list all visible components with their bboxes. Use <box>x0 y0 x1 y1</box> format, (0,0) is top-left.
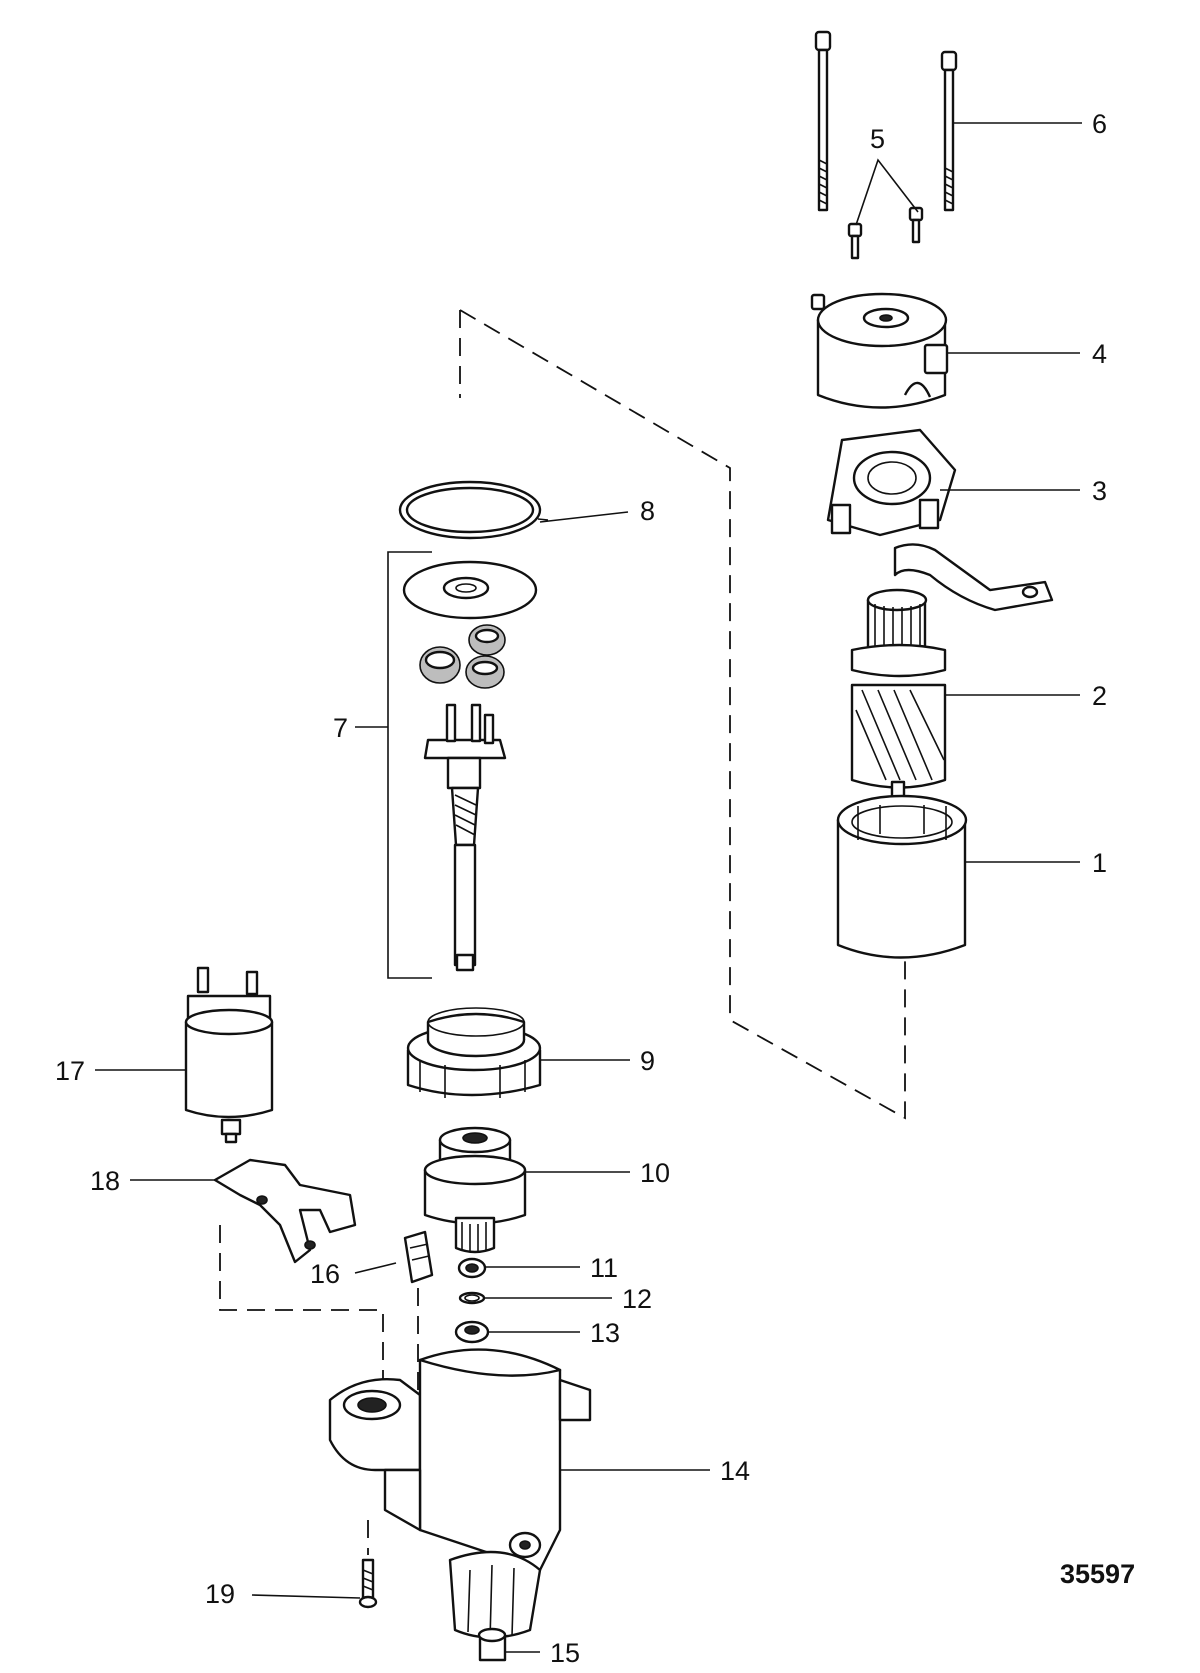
planetary-gear-set-part <box>387 551 538 979</box>
planet-gears <box>419 624 506 689</box>
screw-19-part <box>358 1558 378 1609</box>
callout-8: 8 <box>640 496 655 526</box>
callout-7: 7 <box>333 713 348 743</box>
snap-ring-part <box>458 1291 486 1305</box>
o-ring-part <box>398 480 542 540</box>
field-frame-part <box>836 794 968 959</box>
drive-assembly-part <box>423 1126 527 1254</box>
drive-housing-part <box>328 1348 592 1641</box>
alignment-lines <box>219 309 906 1555</box>
callout-11: 11 <box>590 1253 618 1283</box>
brush-holder-part <box>826 428 1054 612</box>
callout-12: 12 <box>622 1284 652 1314</box>
ring-gear-part <box>406 1007 542 1098</box>
callout-14: 14 <box>720 1456 750 1486</box>
seal-part <box>403 1230 434 1284</box>
screws-part <box>847 206 924 260</box>
figure-number: 35597 <box>1060 1559 1135 1589</box>
callout-10: 10 <box>640 1158 670 1188</box>
bushing-part <box>477 1627 507 1662</box>
callout-18: 18 <box>90 1166 120 1196</box>
end-cap-part <box>810 292 949 409</box>
callout-1: 1 <box>1092 848 1107 878</box>
callout-16: 16 <box>310 1259 340 1289</box>
callout-13: 13 <box>590 1318 620 1348</box>
callout-6: 6 <box>1092 109 1107 139</box>
callout-2: 2 <box>1092 681 1107 711</box>
armature-part <box>850 588 947 800</box>
callout-15: 15 <box>550 1638 580 1668</box>
leader-lines <box>95 122 1082 1653</box>
collar-part <box>454 1320 490 1344</box>
retainer-part <box>457 1257 487 1279</box>
callout-3: 3 <box>1092 476 1107 506</box>
callout-4: 4 <box>1092 339 1107 369</box>
through-bolts-part <box>814 30 958 212</box>
shift-lever-part <box>213 1158 357 1264</box>
callout-19: 19 <box>205 1579 235 1609</box>
callout-labels: 1 2 3 4 5 6 7 8 9 10 11 12 13 14 15 16 1… <box>55 109 1107 1668</box>
solenoid-part <box>184 966 274 1144</box>
callout-9: 9 <box>640 1046 655 1076</box>
callout-17: 17 <box>55 1056 85 1086</box>
callout-5: 5 <box>870 124 885 154</box>
